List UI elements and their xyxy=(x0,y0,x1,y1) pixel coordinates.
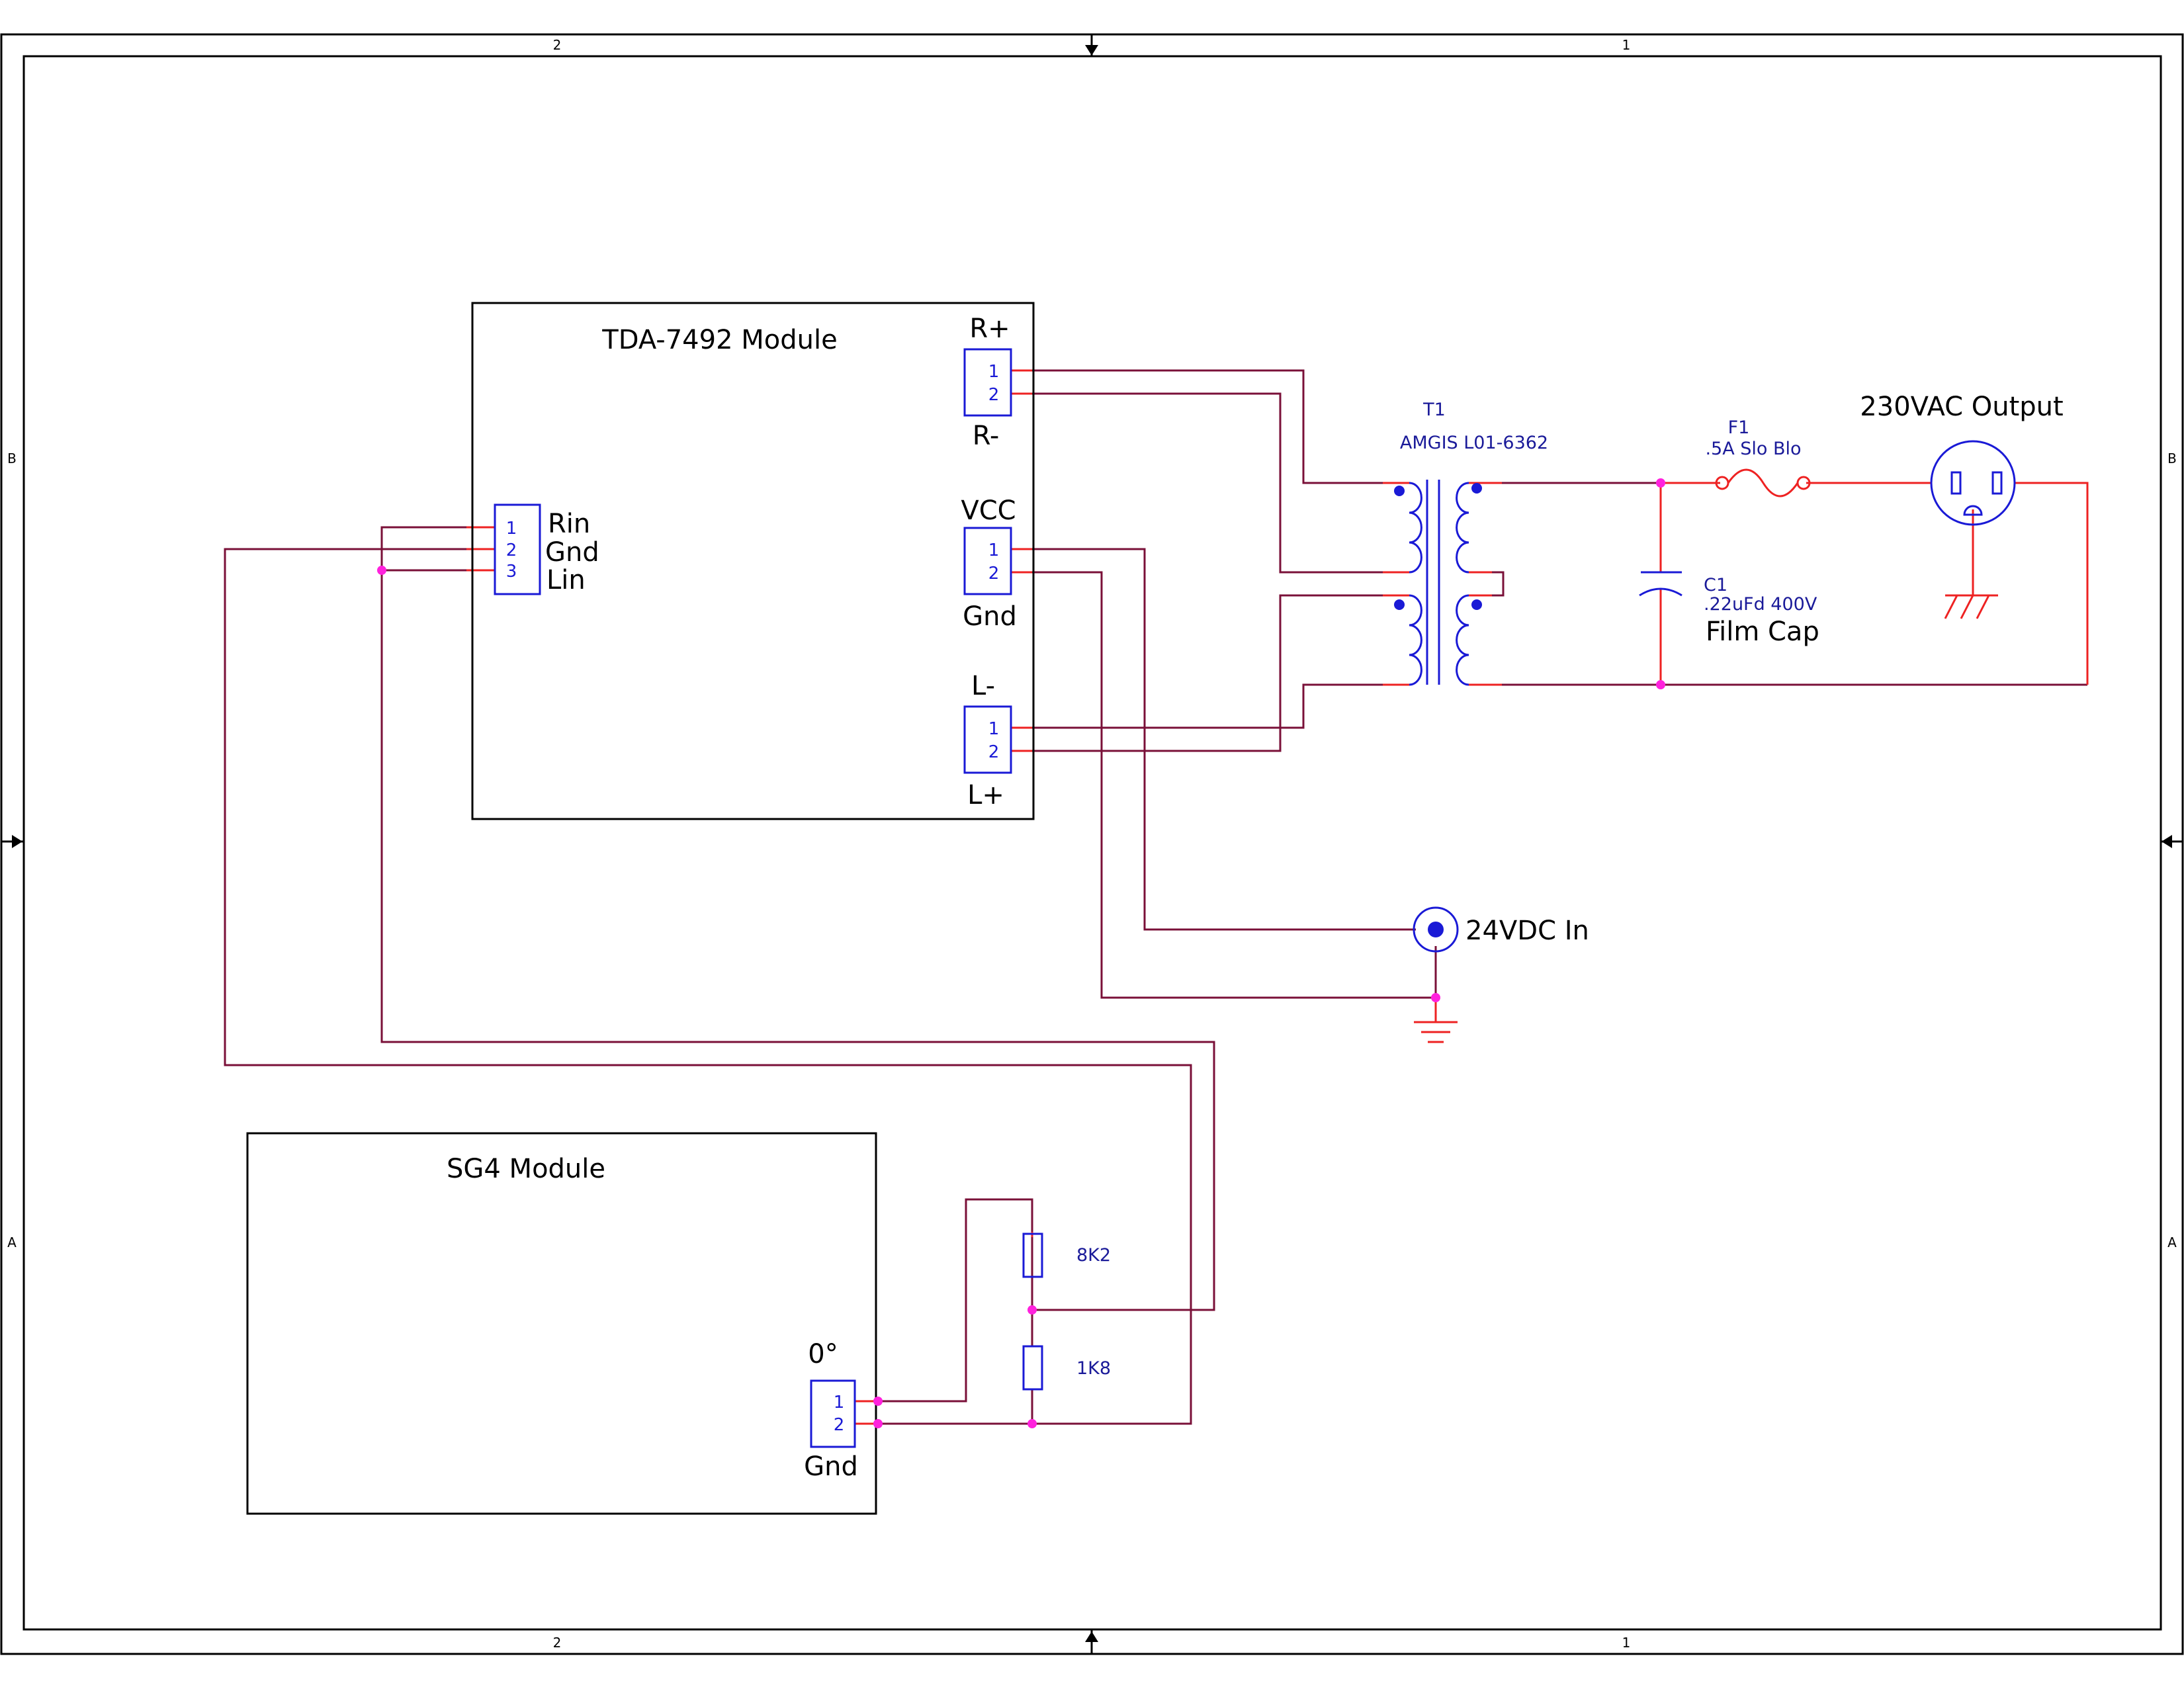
r-plus-label: R+ xyxy=(969,314,1010,344)
pin-label: 2 xyxy=(988,564,1000,584)
pin-label: 3 xyxy=(506,562,517,582)
pin-leads xyxy=(466,369,2089,1425)
zone-left-b: B xyxy=(7,451,17,466)
l-connector: 1 2 xyxy=(963,705,1012,774)
zone-top-1: 1 xyxy=(1622,37,1631,53)
gnd-label: Gnd xyxy=(963,601,1017,632)
input-connector: 1 2 3 xyxy=(494,503,541,595)
resistor-1k8-label: 1K8 xyxy=(1076,1358,1111,1379)
zone-right-a: A xyxy=(2167,1234,2177,1250)
transformer-t1: T1 AMGIS L01-6362 xyxy=(1394,400,1548,686)
sg4-module-title: SG4 Module xyxy=(447,1154,605,1184)
zone-right-b: B xyxy=(2167,451,2177,466)
r-plus-connector: 1 2 xyxy=(963,348,1012,417)
transformer-ref: T1 xyxy=(1422,400,1446,420)
sg4-gnd-label: Gnd xyxy=(804,1451,858,1482)
pin-label: 1 xyxy=(834,1393,845,1412)
pin-label: 2 xyxy=(506,541,517,560)
tda-7492-module: TDA-7492 Module 1 2 R+ R- 1 2 VCC Gnd 1 … xyxy=(471,302,1035,820)
transformer-part: AMGIS L01-6362 xyxy=(1400,433,1548,453)
dc-input-label: 24VDC In xyxy=(1465,916,1589,946)
zone-bottom-1: 1 xyxy=(1622,1635,1631,1651)
phase-label: 0° xyxy=(808,1339,838,1369)
l-minus-label: L- xyxy=(971,671,995,701)
pin-label: 2 xyxy=(834,1415,845,1435)
capacitor-ref: C1 xyxy=(1704,575,1727,595)
resistor-8k2-label: 8K2 xyxy=(1076,1245,1111,1266)
zone-top-2: 2 xyxy=(553,37,562,53)
pin-label: 2 xyxy=(988,742,1000,762)
rin-label: Rin xyxy=(548,509,590,539)
ac-output-label: 230VAC Output xyxy=(1860,392,2063,422)
zone-bottom-2: 2 xyxy=(553,1635,562,1651)
pin-label: 1 xyxy=(988,362,1000,382)
sg4-module: SG4 Module 1 2 0° Gnd xyxy=(246,1132,877,1515)
wires xyxy=(224,369,2087,1425)
pin-label: 1 xyxy=(506,519,517,539)
lin-label: Lin xyxy=(546,565,586,595)
fuse-ref: F1 xyxy=(1728,417,1750,438)
sg4-output-connector: 1 2 xyxy=(810,1379,856,1448)
capacitor-c1: C1 .22uFd 400V Film Cap xyxy=(1639,571,1819,647)
l-plus-label: L+ xyxy=(967,780,1004,810)
vcc-connector: 1 2 xyxy=(963,527,1012,595)
pin-label: 1 xyxy=(988,541,1000,560)
capacitor-value: .22uFd 400V xyxy=(1704,594,1817,615)
drawing-frame: 2 1 2 1 B A B A xyxy=(0,33,2184,1655)
vcc-label: VCC xyxy=(961,496,1016,526)
capacitor-note: Film Cap xyxy=(1706,617,1819,647)
pin-label: 2 xyxy=(988,385,1000,405)
fuse-f1: F1 .5A Slo Blo xyxy=(1705,417,1811,497)
resistor-8k2 xyxy=(1022,1233,1043,1278)
resistor-divider: 8K2 1K8 xyxy=(1022,1233,1111,1391)
junction-dots xyxy=(377,478,1665,1428)
gnd-in-label: Gnd xyxy=(545,537,599,568)
fuse-value: .5A Slo Blo xyxy=(1705,439,1801,459)
r-minus-label: R- xyxy=(973,421,1000,451)
tda-module-title: TDA-7492 Module xyxy=(601,325,837,355)
dc-input-jack: 24VDC In xyxy=(1413,906,1589,953)
resistor-1k8 xyxy=(1022,1345,1043,1391)
ac-output-socket: 230VAC Output xyxy=(1860,392,2064,526)
zone-left-a: A xyxy=(7,1234,17,1250)
pin-label: 1 xyxy=(988,719,1000,739)
